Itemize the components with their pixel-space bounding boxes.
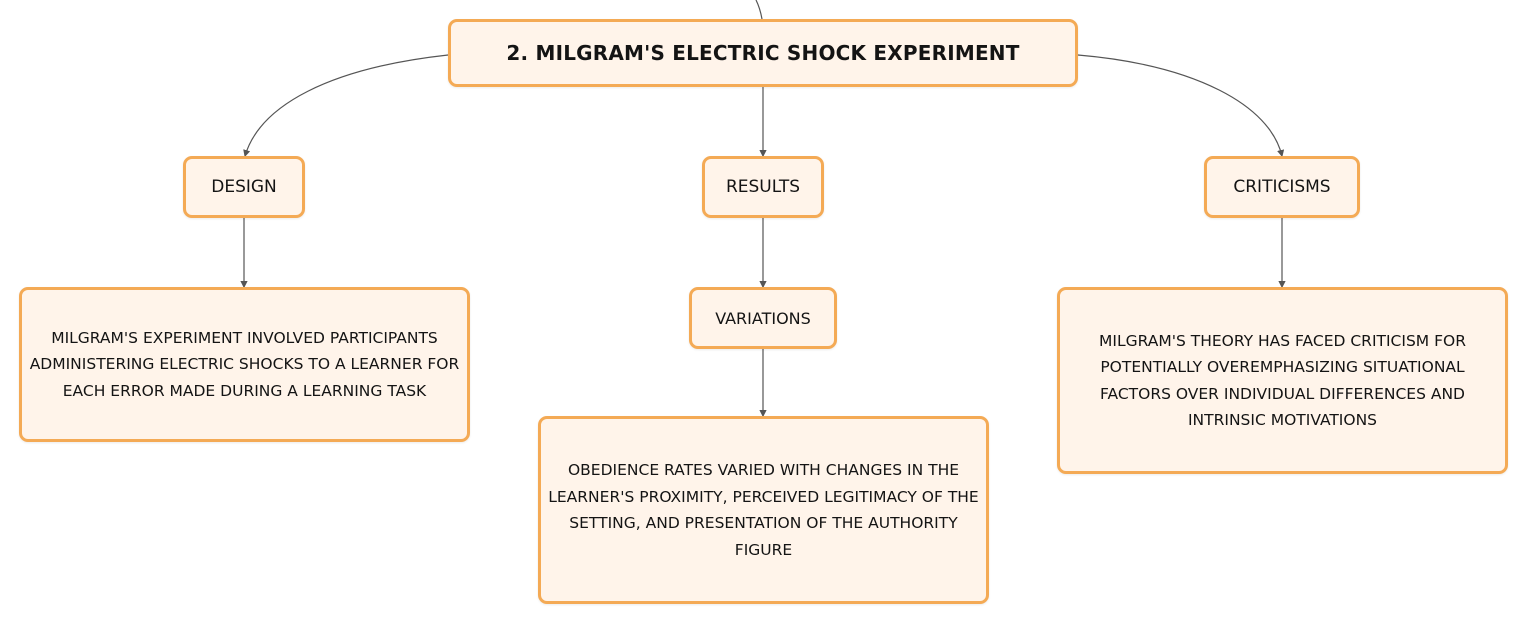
design-node[interactable]: DESIGN (183, 156, 305, 218)
variations-node-label: VARIATIONS (715, 308, 811, 328)
variations-node[interactable]: VARIATIONS (689, 287, 837, 349)
design-detail-node[interactable]: MILGRAM'S EXPERIMENT INVOLVED PARTICIPAN… (19, 287, 470, 442)
criticisms-detail-node[interactable]: MILGRAM'S THEORY HAS FACED CRITICISM FOR… (1057, 287, 1508, 474)
criticisms-node[interactable]: CRITICISMS (1204, 156, 1360, 218)
connector-root-design (243, 54, 449, 158)
root-node-label: 2. MILGRAM'S ELECTRIC SHOCK EXPERIMENT (506, 41, 1020, 65)
connector-root-criticisms (1077, 54, 1285, 158)
criticisms-node-label: CRITICISMS (1233, 177, 1331, 197)
design-node-label: DESIGN (211, 177, 277, 197)
design-detail-text: MILGRAM'S EXPERIMENT INVOLVED PARTICIPAN… (29, 328, 460, 400)
variations-detail-node[interactable]: OBEDIENCE RATES VARIED WITH CHANGES IN T… (538, 416, 989, 604)
results-node-label: RESULTS (725, 177, 801, 197)
root-node[interactable]: 2. MILGRAM'S ELECTRIC SHOCK EXPERIMENT (448, 19, 1078, 87)
results-node[interactable]: RESULTS (702, 156, 824, 218)
variations-detail-text: OBEDIENCE RATES VARIED WITH CHANGES IN T… (548, 461, 979, 559)
incoming-connector (755, 0, 763, 20)
criticisms-detail-text: MILGRAM'S THEORY HAS FACED CRITICISM FOR… (1099, 331, 1466, 430)
